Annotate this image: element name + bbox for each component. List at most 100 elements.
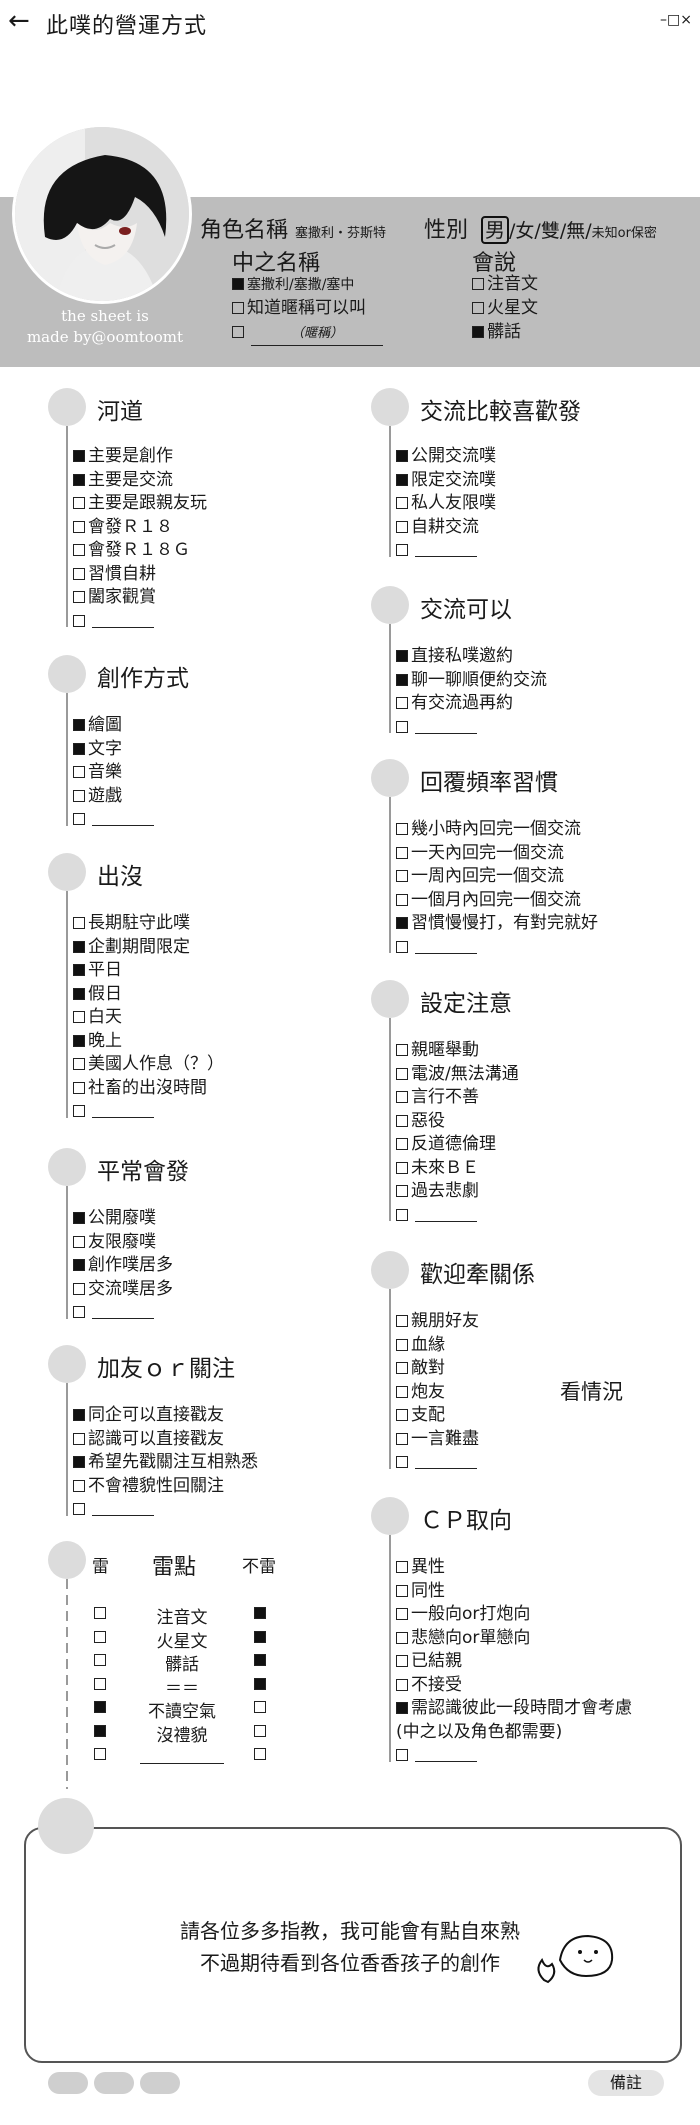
checkbox[interactable] [232, 278, 244, 290]
checklist-item[interactable]: 不接受 [396, 1674, 462, 1698]
checkbox[interactable] [396, 1362, 408, 1374]
checkbox[interactable] [396, 1409, 408, 1421]
page-dot-3[interactable] [140, 2072, 180, 2094]
checklist-item[interactable]: 私人友限噗 [396, 492, 496, 516]
thunder-left-checkbox[interactable] [94, 1724, 106, 1737]
page-dot-1[interactable] [48, 2072, 88, 2094]
language-option[interactable]: 火星文 [472, 297, 538, 319]
checklist-item[interactable]: 未來ＢＥ [396, 1157, 479, 1181]
checklist-item[interactable]: 敵對 [396, 1357, 445, 1381]
checkbox[interactable] [396, 917, 408, 929]
thunder-left-checkbox[interactable] [94, 1748, 106, 1760]
checkbox[interactable] [396, 1185, 408, 1197]
thunder-right-checkbox[interactable] [254, 1724, 266, 1737]
checkbox[interactable] [73, 567, 85, 580]
checklist-item[interactable]: 習慣慢慢打，有對完就好 [396, 912, 598, 936]
blank-line[interactable] [415, 720, 477, 734]
thunder-left-checkbox[interactable] [94, 1701, 106, 1713]
thunder-left-checkbox[interactable] [94, 1630, 106, 1643]
checklist-item[interactable]: 社畜的出沒時間 [73, 1077, 207, 1101]
checkbox[interactable] [73, 1456, 85, 1468]
checklist-item[interactable]: 幾小時內回完一個交流 [396, 818, 581, 842]
checkbox[interactable] [396, 1678, 408, 1691]
checkbox[interactable] [73, 614, 85, 627]
checkbox[interactable] [396, 650, 408, 662]
checkbox[interactable] [396, 870, 408, 882]
checklist-item[interactable]: 過去悲劇 [396, 1180, 479, 1204]
checklist-item[interactable] [396, 716, 477, 740]
checkbox[interactable] [73, 1306, 85, 1318]
checkbox[interactable] [73, 1235, 85, 1248]
checkbox[interactable] [396, 697, 408, 709]
memo-button[interactable]: 備註 [588, 2070, 664, 2096]
checklist-item[interactable]: 同企可以直接戳友 [73, 1404, 224, 1428]
checklist-item[interactable]: 主要是交流 [73, 469, 173, 493]
checkbox[interactable] [396, 1338, 408, 1351]
checklist-item[interactable]: 惡役 [396, 1110, 445, 1134]
checkbox[interactable] [396, 1208, 408, 1221]
checklist-item[interactable]: 自耕交流 [396, 516, 479, 540]
checkbox[interactable] [396, 1456, 408, 1468]
checklist-item[interactable]: 有交流過再約 [396, 692, 513, 716]
checklist-item[interactable]: 已結親 [396, 1650, 462, 1674]
checklist-item[interactable]: 一般向or打炮向 [396, 1603, 530, 1627]
checkbox[interactable] [73, 544, 85, 556]
blank-line[interactable] [92, 1305, 154, 1319]
checkbox[interactable] [73, 917, 85, 929]
checklist-item[interactable] [73, 1100, 154, 1124]
checkbox[interactable] [73, 940, 85, 953]
thunder-right-checkbox[interactable] [254, 1630, 266, 1643]
thunder-right-checkbox[interactable] [254, 1677, 266, 1690]
checklist-item[interactable]: 希望先戳關注互相熟悉 [73, 1451, 258, 1475]
checkbox[interactable] [73, 1479, 85, 1492]
checkbox[interactable] [396, 1385, 408, 1398]
checkbox[interactable] [396, 1091, 408, 1103]
checklist-item[interactable] [396, 1204, 477, 1228]
blank-line[interactable] [415, 543, 477, 557]
checklist-item[interactable]: 會發Ｒ１８Ｇ [73, 539, 190, 563]
checkbox[interactable] [396, 1749, 408, 1761]
thunder-left-checkbox[interactable] [94, 1654, 106, 1666]
checkbox[interactable] [396, 893, 408, 906]
checklist-item[interactable]: 電波/無法溝通 [396, 1063, 519, 1087]
language-option[interactable]: 注音文 [472, 273, 538, 295]
blank-line[interactable] [92, 1104, 154, 1118]
checkbox[interactable] [73, 1105, 85, 1117]
checkbox[interactable] [396, 1432, 408, 1445]
checklist-item[interactable]: 文字 [73, 738, 122, 762]
checklist-item[interactable]: 交流噗居多 [73, 1278, 173, 1302]
checkbox[interactable] [73, 1212, 85, 1224]
checkbox[interactable] [396, 520, 408, 533]
checklist-item[interactable]: 主要是創作 [73, 445, 173, 469]
checklist-item[interactable] [396, 1451, 477, 1475]
checklist-item[interactable]: 繪圖 [73, 714, 122, 738]
language-option[interactable]: 髒話 [472, 321, 521, 343]
checklist-item[interactable]: 一個月內回完一個交流 [396, 889, 581, 913]
checkbox[interactable] [396, 1044, 408, 1056]
checklist-item[interactable]: 異性 [396, 1556, 445, 1580]
checklist-item[interactable]: 支配 [396, 1404, 445, 1428]
checkbox[interactable] [396, 1608, 408, 1620]
checkbox[interactable] [73, 1409, 85, 1421]
blank-line[interactable] [415, 1455, 477, 1469]
checklist-item[interactable]: 主要是跟親友玩 [73, 492, 207, 516]
nickname-option[interactable]: 塞撒利/塞撒/塞中 [232, 273, 354, 296]
blank-line[interactable] [415, 1748, 477, 1762]
blank-line[interactable] [415, 1208, 477, 1222]
checklist-item[interactable]: 美國人作息（？） [73, 1053, 224, 1077]
checklist-item[interactable]: 會發Ｒ１８ [73, 516, 173, 540]
checklist-item[interactable]: 習慣自耕 [73, 563, 156, 587]
checkbox[interactable] [73, 1259, 85, 1271]
checklist-item[interactable]: 闔家觀賞 [73, 586, 156, 610]
checklist-item[interactable] [73, 1301, 154, 1325]
thunder-left-checkbox[interactable] [94, 1607, 106, 1619]
checkbox[interactable] [73, 789, 85, 802]
checklist-item[interactable] [73, 610, 154, 634]
checkbox[interactable] [73, 1034, 85, 1047]
checklist-item[interactable]: 聊一聊順便約交流 [396, 669, 547, 693]
checkbox[interactable] [73, 497, 85, 509]
checkbox[interactable] [396, 1655, 408, 1667]
checkbox[interactable] [73, 473, 85, 486]
checkbox[interactable] [396, 1315, 408, 1327]
blank-line[interactable] [92, 812, 154, 826]
